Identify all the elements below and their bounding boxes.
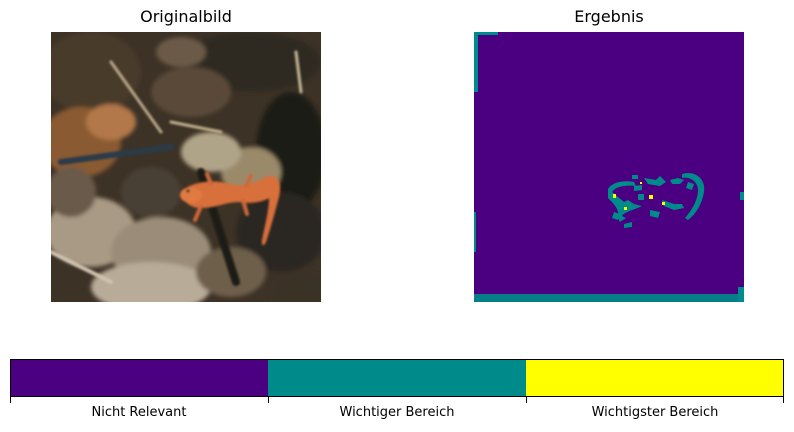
segmentation-map-graphic [474,32,744,302]
colorbar-tick [526,397,527,403]
result-image [474,32,744,302]
result-image-title: Ergebnis [574,7,644,26]
colorbar-segment-not-relevant [11,360,269,396]
colorbar-segment-important [268,360,526,396]
colorbar-tick [268,397,269,403]
colorbar-tick [10,397,11,403]
colorbar-label-not-relevant: Nicht Relevant [91,405,187,420]
colorbar-segment-most-important [525,360,783,396]
colorbar [10,359,784,397]
newt-graphic [180,172,281,246]
colorbar-tick [783,397,784,403]
original-image [51,32,321,302]
colorbar-label-important: Wichtiger Bereich [339,405,455,420]
original-photo-graphic [51,32,321,302]
original-image-title: Originalbild [140,7,232,26]
colorbar-label-most-important: Wichtigster Bereich [591,405,719,420]
